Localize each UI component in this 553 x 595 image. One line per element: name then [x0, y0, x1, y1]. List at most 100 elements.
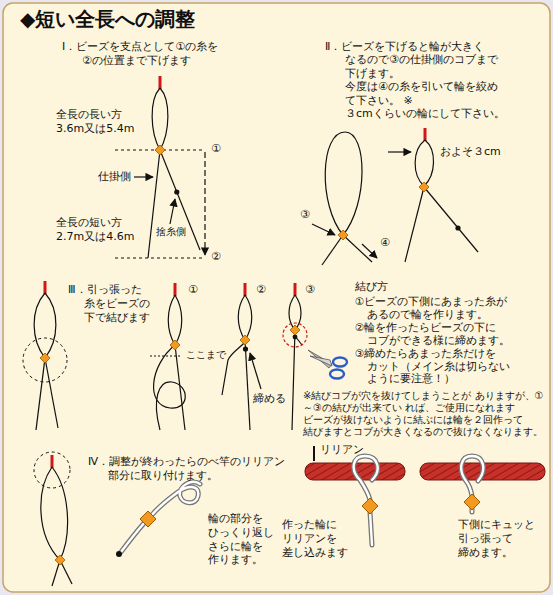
scissors-icon — [310, 356, 332, 366]
scissors-icon — [333, 358, 347, 367]
line-figure — [244, 283, 247, 296]
cord — [121, 482, 200, 552]
line-figure — [41, 467, 60, 560]
line-figure — [250, 353, 261, 389]
scissors-icon — [330, 370, 344, 379]
line-figure — [148, 150, 160, 258]
dimension-label: 全長の短い方 2.7m又は4.6m — [56, 216, 140, 244]
line-figure — [45, 358, 58, 428]
part-label: 仕掛側 — [98, 170, 131, 184]
line-figure — [222, 283, 261, 430]
line-figure — [115, 258, 202, 259]
bead — [338, 230, 348, 240]
knot-dot — [455, 225, 460, 230]
bead — [419, 182, 429, 192]
bead — [40, 353, 50, 363]
knot-dot — [174, 189, 179, 194]
line-figure — [294, 283, 297, 296]
instruction-text: 作った輪に リリアンを 差し込みます — [282, 518, 352, 559]
line-figure — [175, 295, 182, 345]
cord — [121, 482, 200, 552]
bead — [240, 335, 250, 345]
cord — [461, 456, 483, 512]
instruction-text: ①ビーズの下側にあまった糸が あるので輪を作ります。 — [355, 295, 519, 320]
line-figure — [152, 88, 160, 150]
leader-line — [314, 446, 315, 461]
bead — [40, 353, 50, 363]
line-figure — [245, 340, 250, 430]
line-figure — [45, 293, 56, 358]
section-label: 結び方 — [355, 280, 388, 293]
line-figure — [362, 244, 377, 258]
line-figure — [34, 452, 70, 488]
line-figure — [312, 132, 377, 265]
cord — [121, 482, 200, 552]
dimension-label: およそ３cm — [440, 145, 501, 159]
panel — [3, 3, 550, 592]
bead — [464, 494, 480, 510]
line-figure — [34, 293, 45, 358]
line-figure — [168, 295, 175, 345]
bead — [155, 145, 165, 155]
line-figure — [52, 467, 68, 560]
bead — [170, 340, 180, 350]
line-figure — [322, 235, 343, 265]
line-figure — [134, 176, 153, 177]
callout-number: ① — [211, 142, 221, 156]
cord — [354, 456, 378, 545]
diagram-title: ◆短い全長への調整 — [20, 7, 195, 32]
line-figure — [23, 281, 67, 430]
knot-dot — [243, 346, 248, 351]
knot-dot — [455, 225, 460, 230]
line-figure — [175, 345, 185, 430]
knot-dot — [116, 551, 122, 557]
line-figure — [405, 187, 424, 262]
line-figure — [245, 295, 252, 340]
line-figure — [415, 140, 425, 186]
line-figure — [283, 323, 307, 347]
instruction-text: ②輪を作ったらビーズの下に コブができる様に締めます。 — [355, 321, 519, 346]
line-figure — [51, 455, 54, 468]
cord — [354, 456, 378, 545]
instruction-text: 輪の部分を ひっくり返し さらに輪を 作ります。 — [208, 512, 278, 567]
line-figure — [160, 88, 168, 150]
scissors-icon — [308, 350, 332, 368]
bead — [55, 555, 65, 565]
bead — [338, 230, 348, 240]
bead — [155, 145, 165, 155]
line-figure — [174, 283, 177, 296]
line-figure — [424, 128, 427, 141]
bead — [240, 335, 250, 345]
cord — [461, 456, 483, 512]
cord — [354, 456, 484, 545]
callout-number: ③ — [300, 208, 310, 222]
callout-number: ② — [256, 283, 266, 297]
knot-dot — [174, 189, 179, 194]
bead — [170, 340, 180, 350]
line-figure — [204, 152, 205, 255]
instruction-text: 下側にキュッと 引っ張って 締めます。 — [458, 518, 538, 559]
bead — [362, 494, 480, 514]
bead — [362, 498, 378, 514]
line-figure — [325, 132, 362, 235]
line-figure — [150, 283, 185, 430]
line-figure — [34, 452, 72, 586]
scissors-icon — [308, 350, 347, 379]
step-heading: Ⅱ．ビーズを下げると輪が大きく なるので③の仕掛側のコブまで 下げます。 今度は… — [325, 40, 505, 120]
bead — [290, 325, 300, 335]
line-figure — [424, 187, 478, 252]
line-figure — [44, 281, 47, 294]
note-text: ※結びコブが穴を抜けてしまうことが ありますが、①～③の結びが出来てい れば、ご… — [303, 390, 547, 438]
bead — [140, 511, 156, 527]
callout-number: ② — [211, 250, 221, 264]
line-figure — [238, 295, 245, 340]
bead — [55, 555, 65, 565]
dimension-label: 全長の長い方 3.6m又は5.4m — [56, 108, 140, 136]
part-label: 捨糸側 — [156, 226, 186, 239]
line-figure — [424, 140, 434, 186]
action-label: 締める — [253, 392, 286, 406]
knot-dot — [243, 346, 248, 351]
step-heading: Ⅲ．引っ張った 糸をビーズの 下で結びます — [68, 283, 160, 324]
line-figure — [292, 330, 295, 430]
